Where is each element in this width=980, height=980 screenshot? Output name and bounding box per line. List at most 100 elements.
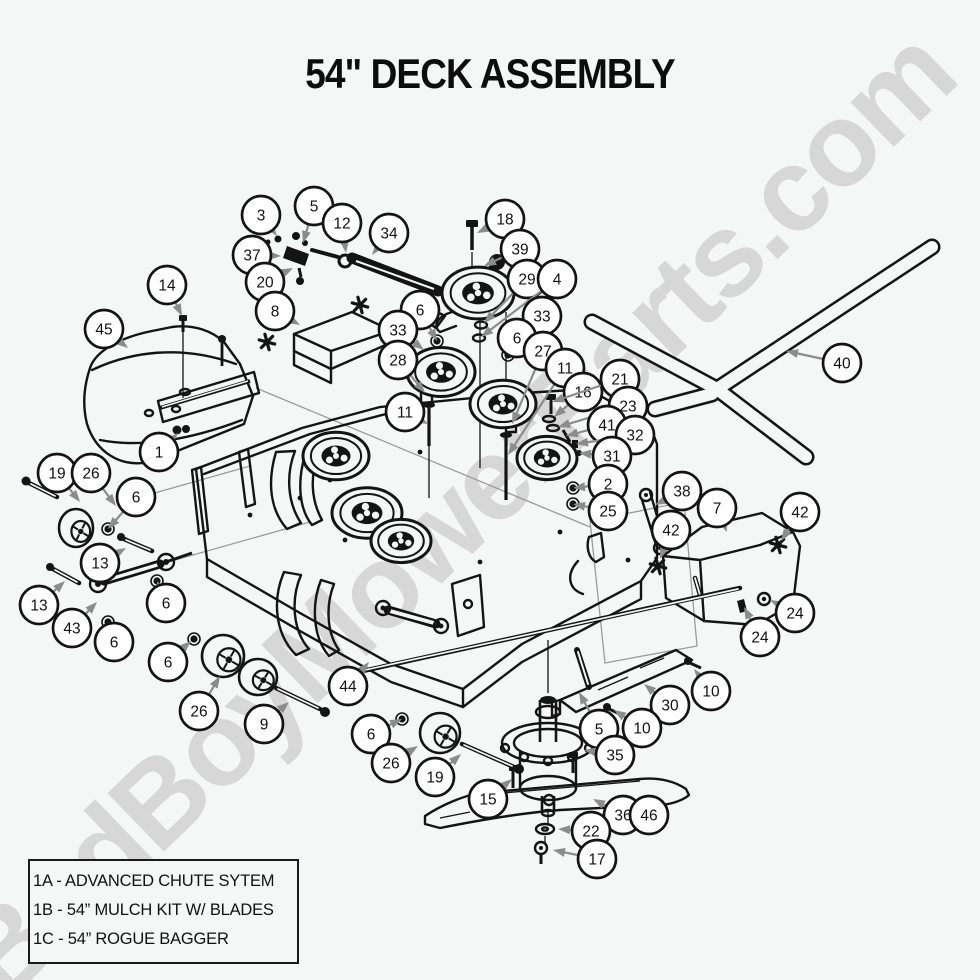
svg-text:29: 29 — [518, 272, 535, 289]
svg-text:31: 31 — [603, 449, 620, 466]
pulley — [468, 378, 538, 430]
callout-26: 26 — [370, 742, 418, 784]
svg-text:21: 21 — [611, 372, 628, 389]
svg-text:5: 5 — [310, 199, 319, 216]
svg-text:14: 14 — [158, 278, 176, 295]
legend-box: 1A - ADVANCED CHUTE SYTEM 1B - 54” MULCH… — [28, 859, 299, 964]
legend-item-1a: 1A - ADVANCED CHUTE SYTEM — [33, 872, 275, 890]
svg-text:40: 40 — [833, 356, 851, 373]
pulley — [515, 434, 579, 482]
callout-6: 6 — [93, 621, 135, 663]
anti-scalp-wheel — [418, 711, 462, 755]
callout-13: 13 — [79, 542, 126, 584]
callout-24: 24 — [770, 592, 816, 634]
svg-text:15: 15 — [479, 792, 496, 809]
callout-35: 35 — [584, 734, 636, 776]
svg-text:46: 46 — [640, 808, 657, 825]
callout-43: 43 — [51, 602, 97, 649]
svg-text:20: 20 — [256, 275, 274, 292]
star-knob — [350, 295, 370, 315]
svg-text:36: 36 — [614, 808, 631, 825]
pulley — [301, 430, 371, 482]
callout-10: 10 — [690, 669, 732, 712]
star-knob — [768, 535, 788, 555]
svg-text:19: 19 — [426, 770, 443, 787]
callout-11: 11 — [384, 391, 428, 433]
svg-text:6: 6 — [367, 727, 376, 744]
chute-bracket — [292, 310, 392, 385]
anti-scalp-wheel — [237, 657, 279, 697]
svg-text:44: 44 — [339, 679, 357, 696]
pulleys — [301, 265, 579, 565]
svg-text:26: 26 — [382, 756, 399, 773]
callout-39: 39 — [484, 228, 541, 270]
svg-text:16: 16 — [574, 385, 591, 402]
star-knob — [648, 556, 668, 576]
svg-text:33: 33 — [389, 323, 406, 340]
deck-belt — [583, 238, 941, 466]
svg-text:43: 43 — [63, 621, 80, 638]
svg-text:32: 32 — [626, 428, 643, 445]
svg-text:24: 24 — [786, 606, 804, 623]
nut — [187, 632, 201, 646]
callout-8: 8 — [254, 290, 300, 332]
callout-33: 33 — [377, 309, 424, 351]
anti-scalp-wheels — [57, 507, 462, 755]
svg-text:26: 26 — [190, 704, 207, 721]
callout-6: 6 — [350, 713, 402, 755]
callout-19: 19 — [414, 754, 461, 798]
anti-scalp-wheel — [200, 633, 246, 679]
callout-12: 12 — [321, 202, 363, 253]
callout-6: 6 — [147, 641, 191, 683]
svg-text:42: 42 — [662, 523, 679, 540]
page-title: 54" DECK ASSEMBLY — [305, 50, 675, 97]
callout-34: 34 — [368, 212, 410, 255]
svg-text:11: 11 — [557, 361, 573, 378]
svg-text:26: 26 — [82, 466, 99, 483]
svg-text:25: 25 — [599, 504, 616, 521]
svg-text:6: 6 — [513, 331, 522, 348]
callout-40: 40 — [786, 342, 863, 384]
callout-9: 9 — [243, 702, 289, 745]
svg-text:18: 18 — [496, 212, 513, 229]
callout-14: 14 — [146, 264, 188, 316]
svg-text:8: 8 — [271, 304, 280, 321]
svg-text:38: 38 — [673, 484, 690, 501]
idler-pivot-assembly — [265, 232, 309, 285]
callout-28: 28 — [377, 339, 425, 393]
svg-text:2: 2 — [604, 477, 613, 494]
anti-scalp-wheel — [57, 507, 95, 549]
svg-text:6: 6 — [162, 596, 171, 613]
svg-text:22: 22 — [582, 824, 599, 841]
svg-text:24: 24 — [751, 630, 769, 647]
svg-text:6: 6 — [164, 655, 173, 672]
svg-text:41: 41 — [598, 418, 615, 435]
svg-text:28: 28 — [389, 353, 406, 370]
star-knob — [257, 332, 277, 352]
callout-44: 44 — [327, 662, 369, 707]
idler-arm — [182, 220, 507, 468]
svg-text:7: 7 — [713, 501, 722, 518]
callout-1: 1 — [138, 431, 180, 473]
pulley — [405, 346, 477, 398]
callout-42: 42 — [779, 491, 821, 541]
tension-spring — [310, 248, 460, 302]
svg-text:6: 6 — [132, 490, 141, 507]
callout-46: 46 — [628, 794, 670, 836]
callout-42: 42 — [650, 509, 692, 559]
svg-text:1: 1 — [155, 445, 164, 462]
svg-text:3: 3 — [257, 208, 266, 225]
callout-13: 13 — [18, 581, 65, 626]
svg-text:37: 37 — [243, 248, 260, 265]
callout-45: 45 — [83, 308, 128, 350]
legend-item-1c: 1C - 54” ROGUE BAGGER — [33, 930, 229, 948]
callout-6: 6 — [145, 581, 187, 624]
callout-25: 25 — [573, 490, 629, 532]
callout-3: 3 — [240, 194, 282, 236]
callout-10: 10 — [614, 707, 663, 749]
callout-38: 38 — [655, 470, 703, 512]
svg-text:6: 6 — [110, 635, 119, 652]
